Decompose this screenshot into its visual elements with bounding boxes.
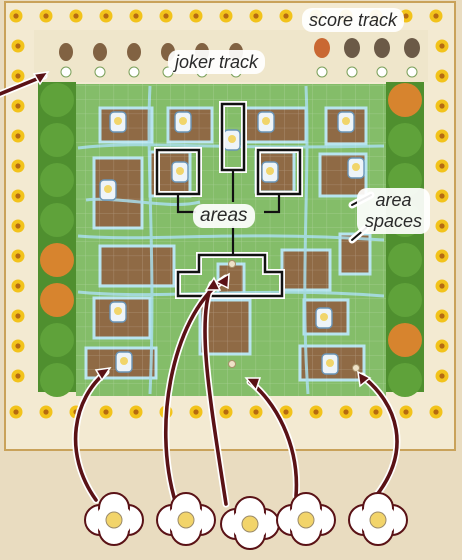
gardener-token-icon [175,112,191,132]
area-spaces-label: area spaces [357,188,430,234]
flower-icon [12,280,25,293]
bush-icon [388,363,422,397]
flower-icon [436,40,449,53]
bush-icon [388,323,422,357]
joker-track-label: joker track [168,50,265,74]
flower-icon [12,190,25,203]
gardener-token-icon [116,352,132,372]
gardener-token-icon [258,112,274,132]
flower-icon [12,250,25,263]
bush-icon [40,243,74,277]
flower-icon [436,100,449,113]
score-track-label: score track [302,8,404,32]
bush-icon [40,283,74,317]
gardener-token-icon [172,162,188,182]
gardener-token-icon [348,158,364,178]
flower-icon [12,310,25,323]
flower-icon [12,100,25,113]
bush-icon [40,203,74,237]
flower-icon [190,406,203,419]
flower-icon [436,130,449,143]
bush-icon [40,83,74,117]
gardener-token-icon [262,162,278,182]
flower-icon [436,280,449,293]
bush-icon [388,283,422,317]
flower-icon [160,10,173,23]
flower-icon [12,160,25,173]
bush-icon [388,243,422,277]
flower-icon [12,340,25,353]
flower-icon [370,406,383,419]
flower-icon [436,220,449,233]
gardener-token-icon [224,130,240,150]
gardener-token-icon [322,354,338,374]
flower-icon [100,10,113,23]
flower-icon [220,406,233,419]
flower-icon [250,10,263,23]
bush-icon [40,323,74,357]
flower-icon [220,10,233,23]
flower-icon [310,406,323,419]
flower-icon [436,370,449,383]
area-spaces-line1: area [376,190,412,210]
gardener-token-icon [100,180,116,200]
flower-icon [436,340,449,353]
bush-icon [388,83,422,117]
flower-icon [130,10,143,23]
flower-icon [12,40,25,53]
flower-icon [12,370,25,383]
flower-icon [40,406,53,419]
flower-icon [12,220,25,233]
flower-icon [436,250,449,263]
flower-icon [430,10,443,23]
gardener-token-icon [110,302,126,322]
flower-icon [100,406,113,419]
flower-icon [250,406,263,419]
bush-icon [40,363,74,397]
gardener-token-icon [316,308,332,328]
gardener-token-icon [338,112,354,132]
area-spaces-line2: spaces [365,211,422,231]
flower-icon [12,70,25,83]
flower-icon [130,406,143,419]
flower-icon [10,10,23,23]
flower-icon [280,10,293,23]
flower-icon [436,310,449,323]
flower-icon [10,406,23,419]
bush-icon [40,123,74,157]
flower-icon [436,70,449,83]
flower-icon [190,10,203,23]
bush-icon [40,163,74,197]
flower-icon [70,10,83,23]
flower-icon [12,130,25,143]
flower-icon [436,190,449,203]
gardener-token-icon [110,112,126,132]
flower-icon [436,160,449,173]
flower-icon [430,406,443,419]
flower-icon [400,406,413,419]
bush-icon [388,123,422,157]
flower-icon [40,10,53,23]
flower-icon [340,406,353,419]
areas-label: areas [193,204,255,228]
